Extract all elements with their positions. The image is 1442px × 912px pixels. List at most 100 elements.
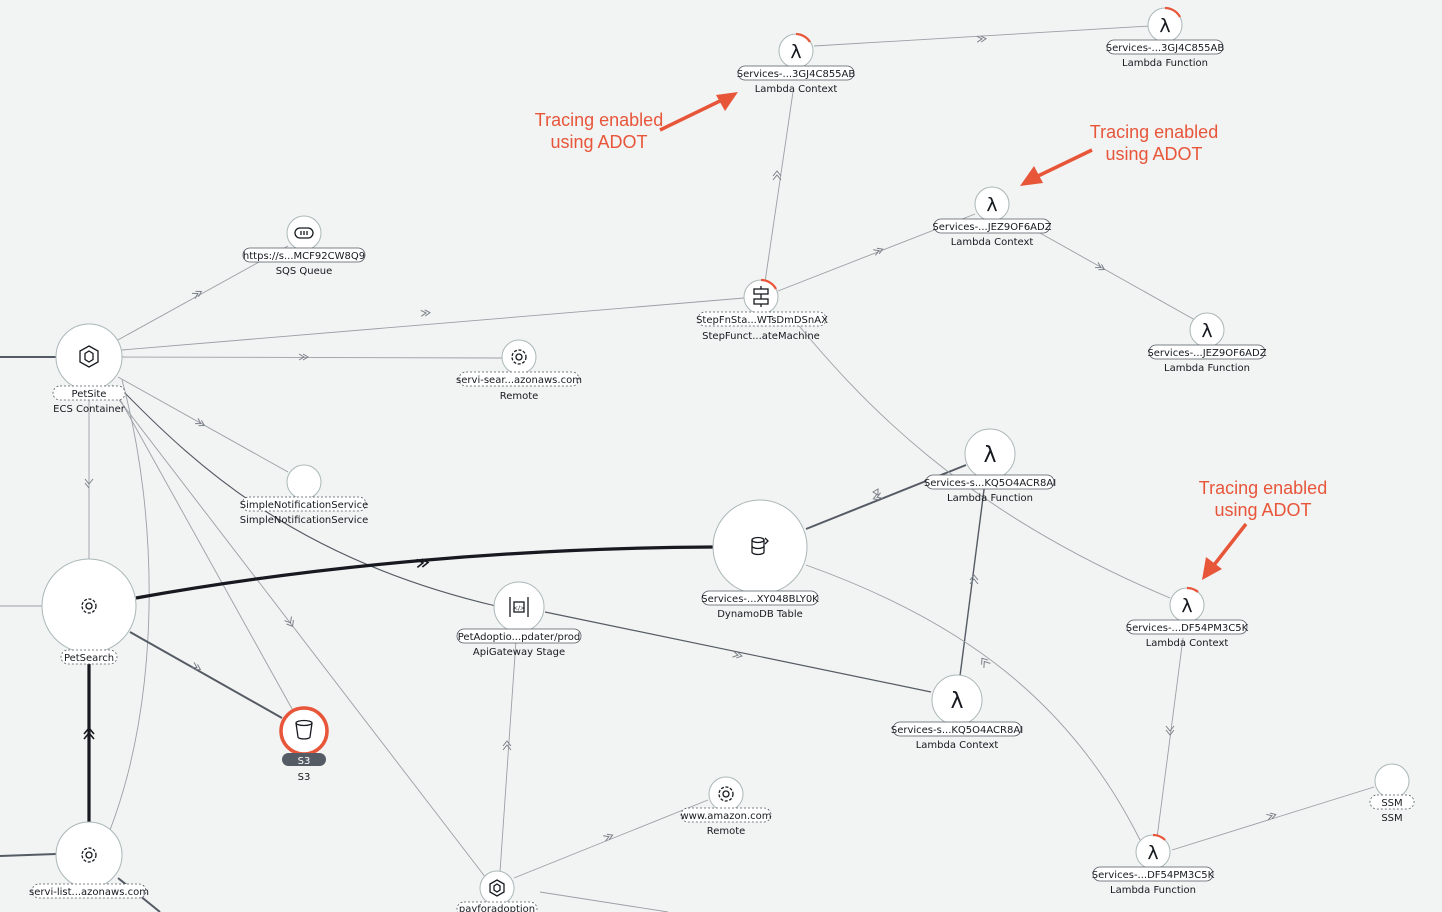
annotation-1: Tracing enabled using ADOT [535, 92, 738, 152]
node-type: SSM [1381, 813, 1402, 824]
node-s3[interactable]: S3 S3 [279, 706, 329, 783]
node-remote-search[interactable]: servi-sear...azonaws.com Remote [456, 339, 582, 402]
annotation-3-arrowhead [1202, 557, 1222, 580]
annotation-3: Tracing enabled using ADOT [1199, 478, 1327, 580]
edge-ctxkq-fnkq[interactable] [959, 481, 986, 677]
edge-petsite-remote[interactable] [121, 356, 503, 359]
node-api-gateway[interactable]: </> PetAdoptio...pdater/prod ApiGateway … [456, 581, 582, 658]
node-type: Lambda Function [1122, 58, 1208, 69]
edge-ctxdf-fndf[interactable] [1156, 637, 1184, 839]
edge-petsite-sns[interactable] [117, 376, 289, 473]
annotation-1-arrowhead [716, 92, 738, 111]
node-type: SimpleNotificationService [240, 515, 368, 526]
node-type: Lambda Context [916, 740, 999, 751]
hexagon-icon [79, 345, 99, 368]
node-lambda-context-top[interactable]: λ Services-...3GJ4C855AB Lambda Context [737, 32, 856, 95]
node-type: Remote [707, 826, 746, 837]
annotation-1-arrow [659, 98, 723, 132]
node-type: DynamoDB Table [717, 609, 803, 620]
edge-petsite-s3[interactable] [111, 384, 297, 717]
node-label: www.amazon.com [680, 811, 771, 822]
bucket-icon [295, 719, 313, 740]
annotation-2-arrow [1037, 148, 1093, 178]
error-ring [1152, 833, 1166, 841]
edge-petsearch-s3[interactable] [129, 631, 283, 719]
node-sqs-queue[interactable]: https://s...MCF92CW8Q9 SQS Queue [242, 215, 366, 277]
node-label: payforadoption [459, 904, 535, 912]
edge-step-ctxtop[interactable] [764, 91, 794, 283]
node-petsite[interactable]: PetSite ECS Container [52, 323, 126, 415]
node-label: Services-s...KQ5O4ACR8AI [924, 478, 1056, 489]
node-remote-list[interactable]: servi-list...azonaws.com [29, 821, 149, 899]
database-icon [751, 536, 769, 556]
edge-pay-offscreen[interactable] [539, 891, 669, 912]
edge-ctxjez-fnjez[interactable] [1039, 232, 1196, 321]
node-petsearch[interactable]: PetSearch [41, 558, 137, 665]
node-lambda-context-jez[interactable]: λ Services-...JEZ9OF6ADZ Lambda Context [932, 186, 1052, 248]
node-label: Services-...3GJ4C855AB [1106, 43, 1225, 54]
lambda-icon: λ [983, 443, 996, 468]
node-label: S3 [298, 756, 311, 767]
node-label: StepFnSta...WTsDmDSnAX [696, 315, 828, 326]
node-label: Services-...JEZ9OF6ADZ [1147, 348, 1266, 359]
node-ssm[interactable]: SSM SSM [1369, 763, 1415, 824]
gear-icon [718, 786, 734, 802]
error-ring [1186, 586, 1199, 593]
lambda-icon: λ [986, 194, 997, 216]
node-type: StepFunct...ateMachine [702, 331, 820, 342]
edge-petsite-step[interactable] [121, 297, 745, 351]
node-lambda-function-top[interactable]: λ Services-...3GJ4C855AB Lambda Function [1106, 6, 1225, 69]
hexagon-icon [489, 879, 505, 897]
node-type: Lambda Function [947, 493, 1033, 504]
edge-ctxtop-fntop[interactable] [813, 25, 1151, 47]
node-type: Lambda Context [951, 237, 1034, 248]
edge-dynamodb-fndf[interactable] [805, 564, 1141, 841]
node-label: SSM [1381, 798, 1402, 809]
node-label: Services-...DF54PM3C5K [1092, 870, 1215, 881]
lambda-icon: λ [1201, 320, 1212, 342]
node-lambda-function-kq[interactable]: λ Services-s...KQ5O4ACR8AI Lambda Functi… [924, 428, 1056, 504]
node-label: https://s...MCF92CW8Q9 [243, 251, 365, 262]
api-gateway-icon: </> [509, 597, 529, 617]
lambda-icon: λ [950, 689, 963, 714]
lambda-icon: λ [1159, 15, 1170, 37]
node-remote-amazon[interactable]: www.amazon.com Remote [680, 776, 772, 837]
node-label: PetAdoptio...pdater/prod [458, 632, 581, 643]
node-dynamodb[interactable]: Services-...XY048BLY0K DynamoDB Table [701, 499, 819, 620]
error-ring-s3 [279, 706, 329, 756]
node-type: Lambda Context [755, 84, 838, 95]
node-label: servi-sear...azonaws.com [456, 375, 582, 386]
node-label: Services-s...KQ5O4ACR8AI [891, 725, 1023, 736]
node-type: SQS Queue [276, 266, 333, 277]
gear-icon [81, 598, 97, 614]
node-lambda-context-kq[interactable]: λ Services-s...KQ5O4ACR8AI Lambda Contex… [891, 674, 1023, 751]
edge-petsite-pay[interactable] [109, 387, 487, 879]
edge-offscreen-list[interactable] [0, 853, 57, 857]
node-sns[interactable]: SimpleNotificationService SimpleNotifica… [240, 464, 368, 526]
edge-step-ctxdf[interactable] [789, 314, 1171, 599]
edge-petsearch-dynamodb[interactable] [135, 545, 714, 600]
edge-pay-apigw[interactable] [499, 639, 517, 873]
lambda-icon: λ [1147, 842, 1158, 864]
annotation-2-arrowhead [1020, 166, 1043, 186]
node-lambda-context-df[interactable]: λ Services-...DF54PM3C5K Lambda Context [1126, 586, 1249, 649]
s3-selected-pill [282, 753, 326, 766]
edge-pay-amazon[interactable] [513, 799, 709, 879]
node-type: ApiGateway Stage [473, 647, 565, 658]
queue-icon [294, 227, 314, 239]
error-ring [1164, 6, 1181, 18]
lambda-icon: λ [790, 41, 801, 63]
gear-icon [511, 349, 527, 365]
node-lambda-function-df[interactable]: λ Services-...DF54PM3C5K Lambda Function [1092, 833, 1215, 896]
annotation-2-line1: Tracing enabled [1090, 122, 1218, 142]
edge-fndf-ssm[interactable] [1171, 786, 1375, 851]
edge-petsite-list[interactable] [109, 379, 150, 831]
node-payforadoption[interactable]: payforadoption [456, 870, 538, 912]
error-ring [795, 32, 811, 43]
node-label: Services-...DF54PM3C5K [1126, 623, 1249, 634]
node-step-functions[interactable]: StepFnSta...WTsDmDSnAX StepFunct...ateMa… [696, 278, 828, 342]
node-lambda-function-jez[interactable]: λ Services-...JEZ9OF6ADZ Lambda Function [1147, 312, 1267, 374]
node-label: Services-...XY048BLY0K [701, 594, 819, 605]
node-type: Lambda Context [1146, 638, 1229, 649]
